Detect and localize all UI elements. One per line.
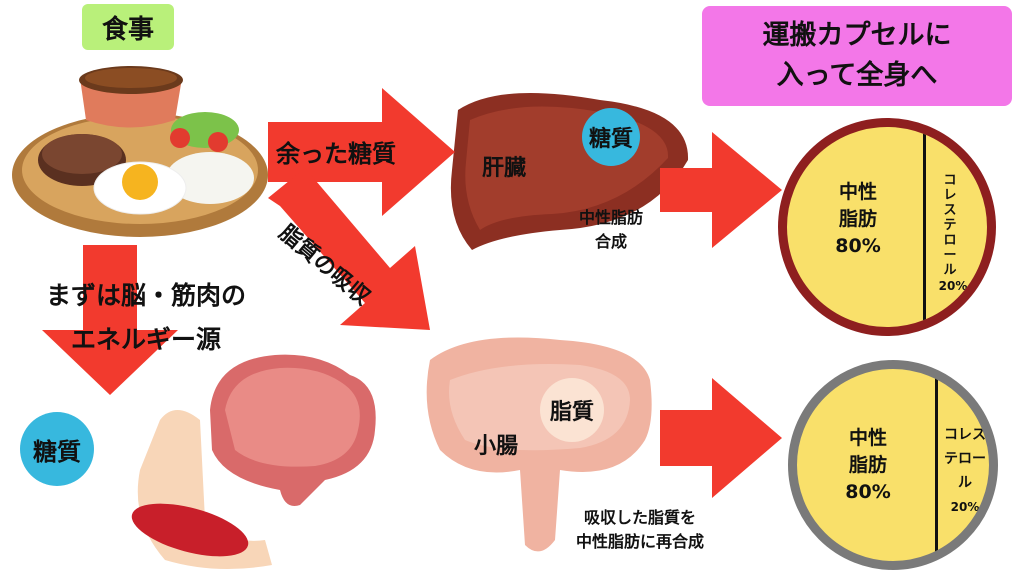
intestine-caption-line2: 中性脂肪に再合成: [575, 532, 704, 551]
intestine-badge: 脂質: [540, 378, 604, 442]
capsule-line2: 入って全身へ: [776, 60, 938, 91]
lipo-tg-text: 中性 脂肪 80%: [823, 425, 913, 506]
lipo-divider: [935, 369, 938, 561]
capsule-line1: 運搬カプセルに: [762, 20, 952, 51]
lipo-ch-text: コレス テロー ル 20%: [941, 423, 989, 519]
lipo-tg-line2: 脂肪: [848, 454, 887, 476]
lipo-divider: [923, 127, 926, 327]
capsule-callout: 運搬カプセルに 入って全身へ: [702, 6, 1012, 106]
lipoprotein-liver: 中性 脂肪 80% コ レ ス テ ロ ー ル 20%: [778, 118, 996, 336]
lipo-ch-char: コ: [943, 173, 957, 188]
lipo-ch-percent: 20%: [938, 279, 968, 293]
lipo-ch-percent: 20%: [950, 500, 980, 514]
arrow-diagonal: [268, 168, 430, 330]
intestine-caption-line1: 吸収した脂質を: [583, 508, 696, 527]
lipo-tg-percent: 80%: [845, 481, 891, 503]
liver-label: 肝臓: [482, 156, 527, 181]
liver-caption-line2: 合成: [594, 232, 627, 251]
lipo-tg-line1: 中性: [848, 427, 887, 449]
arrow-down: [42, 245, 178, 395]
lipoprotein-intestine: 中性 脂肪 80% コレス テロー ル 20%: [788, 360, 998, 570]
lipo-ch-char: ー: [943, 248, 957, 263]
liver-badge: 糖質: [582, 108, 640, 166]
lipo-ch-char: ロ: [943, 233, 957, 248]
intestine-caption: 吸収した脂質を 中性脂肪に再合成: [540, 506, 740, 554]
lipo-ch-char: ス: [943, 203, 957, 218]
lipo-ch-line2: テロー: [944, 451, 986, 467]
brain-illustration: [210, 354, 376, 506]
lipo-ch-char: ル: [943, 263, 957, 278]
liver-caption: 中性脂肪 合成: [556, 206, 666, 254]
lipo-tg-line1: 中性: [838, 181, 877, 203]
meal-plate-illustration: [12, 66, 268, 237]
arrow-intestine-to-lipo: [660, 378, 782, 498]
lipo-ch-text: コ レ ス テ ロ ー ル: [935, 173, 965, 278]
lipo-ch-line3: ル: [958, 475, 972, 491]
arrow-top: [268, 88, 455, 216]
energy-badge: 糖質: [20, 412, 94, 486]
lipo-ch-char: レ: [943, 188, 957, 203]
meal-label: 食事: [82, 4, 174, 50]
lipo-ch-line1: コレス: [944, 427, 986, 443]
lipo-tg-percent: 80%: [835, 235, 881, 257]
energy-caption: まずは脳・筋肉の エネルギー源: [6, 274, 286, 362]
muscle-arm-illustration: [131, 410, 272, 569]
energy-line2: エネルギー源: [70, 325, 221, 354]
arrow-top-label: 余った糖質: [276, 140, 396, 168]
lipo-tg-text: 中性 脂肪 80%: [813, 179, 903, 260]
lipo-tg-line2: 脂肪: [838, 208, 877, 230]
energy-line1: まずは脳・筋肉の: [45, 281, 246, 310]
lipo-ch-char: テ: [943, 218, 957, 233]
liver-caption-line1: 中性脂肪: [578, 208, 643, 227]
arrow-liver-to-lipo: [660, 132, 782, 248]
intestine-label: 小腸: [474, 434, 519, 459]
